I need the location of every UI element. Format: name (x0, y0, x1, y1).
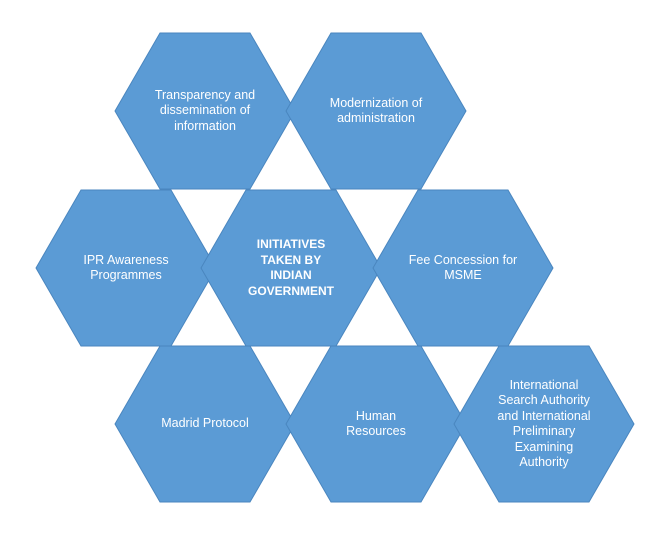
hexagon-transparency (114, 32, 296, 190)
hexagon-human-resources (285, 345, 467, 503)
hexagon-madrid (114, 345, 296, 503)
hexagon-ipr-awareness (35, 189, 217, 347)
hexagon-fee-concession (372, 189, 554, 347)
hexagon-center (200, 189, 382, 347)
hexagon-isa-ipea (453, 345, 635, 503)
hexagon-modernization (285, 32, 467, 190)
